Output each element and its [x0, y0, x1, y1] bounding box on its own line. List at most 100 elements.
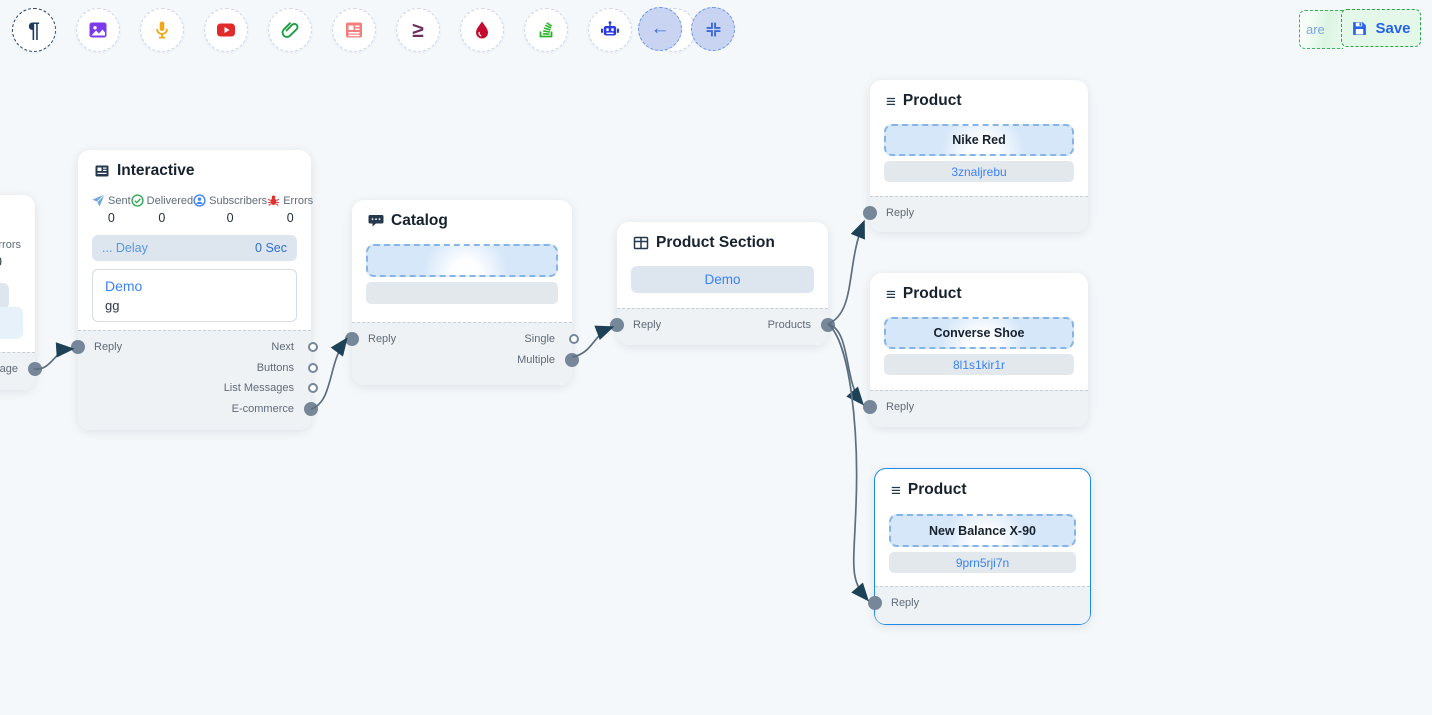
- node-title: Product: [902, 92, 962, 109]
- output-label: Next: [271, 341, 294, 354]
- output-handle-list-messages[interactable]: [308, 383, 318, 394]
- node-header: Interactive: [78, 150, 311, 186]
- output-handle-buttons[interactable]: [308, 362, 318, 373]
- output-label: Multiple: [517, 353, 555, 366]
- output-handle-next[interactable]: [308, 342, 318, 353]
- input-label: Reply: [633, 319, 662, 332]
- product-name: New Balance X-90: [929, 523, 1036, 538]
- fit-view-button[interactable]: [691, 7, 735, 51]
- delay-row[interactable]: ... Delay 0 Sec: [92, 235, 297, 261]
- toolbar-image-button[interactable]: [76, 8, 120, 52]
- partial-button-text: are: [1306, 22, 1325, 37]
- section-item[interactable]: Demo: [631, 266, 814, 293]
- stat-label: Delivered: [146, 194, 194, 207]
- toolbar-audio-button[interactable]: [140, 8, 184, 52]
- input-handle-reply[interactable]: [863, 206, 877, 221]
- output-handle-single[interactable]: [569, 334, 579, 345]
- product-name-box[interactable]: New Balance X-90: [889, 514, 1076, 547]
- input-handle-reply[interactable]: [71, 340, 85, 355]
- output-label: E-commerce: [231, 402, 294, 415]
- node-product-1[interactable]: ≡ Product Nike Red 3znaljrebu Reply: [863, 80, 1088, 232]
- node-header: Product Section: [617, 222, 828, 258]
- output-label: Single: [524, 333, 555, 346]
- node-footer: Message: [0, 352, 42, 390]
- input-handle-reply[interactable]: [868, 596, 882, 611]
- output-handle-message[interactable]: [28, 362, 42, 377]
- node-header: ≡ Product: [870, 273, 1088, 309]
- node-product-2[interactable]: ≡ Product Converse Shoe 8l1s1kir1r Reply: [863, 273, 1088, 427]
- product-icon: ≡: [886, 284, 896, 304]
- node-catalog[interactable]: Catalog Reply Single Multiple: [345, 200, 579, 385]
- product-name-box[interactable]: Converse Shoe: [884, 317, 1074, 349]
- greater-equal-icon: ≥: [412, 18, 424, 42]
- input-label: Reply: [886, 207, 915, 220]
- catalog-icon: [368, 215, 384, 227]
- stat-value: 0: [226, 211, 234, 225]
- edge-products-to-product1: [827, 219, 865, 325]
- toolbar-bot-button[interactable]: [588, 8, 632, 52]
- block-toolbar: ¶: [12, 8, 696, 52]
- toolbar-file-button[interactable]: [268, 8, 312, 52]
- output-handle-multiple[interactable]: [565, 352, 579, 367]
- node-title: Catalog: [391, 212, 448, 229]
- product-retailer-id: 9prn5rji7n: [889, 552, 1076, 573]
- toolbar-sequence-button[interactable]: [524, 8, 568, 52]
- toolbar-condition-button[interactable]: ≥: [396, 8, 440, 52]
- node-footer: Reply Next Buttons List Messages E-comme…: [71, 330, 318, 430]
- node-footer: Reply: [863, 390, 1088, 427]
- stat-value: 0: [0, 255, 2, 269]
- microphone-icon: [156, 21, 168, 39]
- partial-hidden-button[interactable]: are: [1299, 10, 1343, 49]
- output-handle-products[interactable]: [821, 318, 835, 333]
- message-body: gg: [105, 298, 120, 313]
- stat-value: 0: [107, 211, 115, 225]
- node-footer: Reply Single Multiple: [345, 322, 579, 385]
- node-interactive[interactable]: Interactive Sent 0 Delivered 0: [71, 150, 318, 430]
- product-name-box[interactable]: Nike Red: [884, 124, 1074, 156]
- node-title: Product: [907, 481, 967, 498]
- product-icon: ≡: [886, 91, 896, 111]
- node-footer: Reply: [863, 196, 1088, 232]
- retailer-id-text: 3znaljrebu: [951, 164, 1007, 179]
- node-footer: Reply Products: [610, 308, 835, 345]
- errors-icon: [268, 195, 280, 206]
- input-label: Reply: [368, 333, 397, 346]
- output-handle-ecommerce[interactable]: [304, 401, 318, 416]
- output-label: Message: [0, 363, 18, 376]
- node-message-partial[interactable]: Errors 0 ... Delay 0 Sec Message: [0, 195, 42, 390]
- stack-icon: [539, 22, 553, 38]
- input-handle-reply[interactable]: [610, 318, 624, 333]
- catalog-dropzone[interactable]: [366, 244, 558, 277]
- message-title: Demo: [105, 278, 143, 294]
- stat-label: Sent: [108, 194, 131, 207]
- input-handle-reply[interactable]: [345, 332, 359, 347]
- stat-label: Errors: [283, 194, 314, 207]
- product-name: Nike Red: [952, 133, 1006, 147]
- toolbar-text-button[interactable]: ¶: [12, 8, 56, 52]
- input-label: Reply: [891, 597, 920, 610]
- delay-row[interactable]: ... Delay 0 Sec: [0, 283, 9, 309]
- node-product-3[interactable]: ≡ Product New Balance X-90 9prn5rji7n Re…: [868, 468, 1091, 625]
- delivered-icon: [131, 194, 144, 207]
- input-label: Reply: [886, 401, 915, 414]
- pilcrow-icon: ¶: [28, 18, 40, 42]
- paperclip-icon: [281, 22, 299, 38]
- image-icon: [89, 22, 107, 38]
- save-button[interactable]: Save: [1341, 9, 1421, 47]
- compress-icon: [706, 22, 720, 36]
- youtube-icon: [217, 23, 235, 37]
- input-handle-reply[interactable]: [863, 400, 877, 415]
- product-name: Converse Shoe: [933, 326, 1025, 340]
- message-box[interactable]: Demo gg: [92, 269, 297, 322]
- toolbar-drip-button[interactable]: [460, 8, 504, 52]
- retailer-id-text: 8l1s1kir1r: [952, 357, 1006, 372]
- node-product-section[interactable]: Product Section Demo Reply Products: [610, 222, 835, 345]
- toolbar-template-button[interactable]: [332, 8, 376, 52]
- node-title: Product: [902, 285, 962, 302]
- output-label: Buttons: [256, 361, 294, 374]
- product-retailer-id: 8l1s1kir1r: [884, 354, 1074, 375]
- toolbar-video-button[interactable]: [204, 8, 248, 52]
- back-button[interactable]: ←: [638, 7, 682, 51]
- subscribers-icon: [193, 194, 206, 207]
- input-label: Reply: [94, 341, 123, 354]
